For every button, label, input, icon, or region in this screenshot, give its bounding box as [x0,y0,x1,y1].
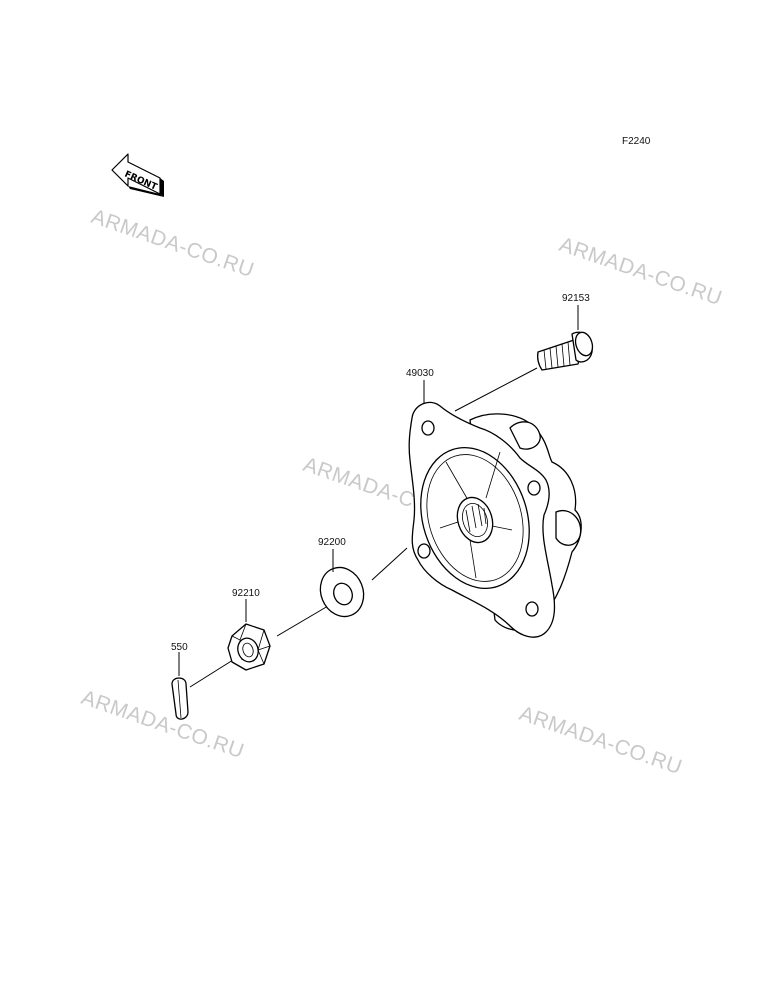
part-number-label: 92200 [318,537,346,548]
washer-part[interactable] [313,561,371,623]
callout-92200: 92200 [318,537,346,572]
front-arrow-icon: FRONT [111,153,164,197]
callout-550: 550 [171,642,188,676]
cotter-pin-part[interactable] [171,677,189,720]
watermark: ARMADA-CO.RU [88,205,257,282]
assembly-axis-lines [189,367,538,688]
part-number-label: 92210 [232,588,260,599]
diagram-code: F2240 [622,136,651,147]
hub-part[interactable] [403,401,582,638]
part-number-label: 49030 [406,368,434,379]
castle-nut-part[interactable] [227,623,271,671]
stud-bolt-part[interactable] [536,330,596,371]
callout-49030: 49030 [406,368,434,404]
callout-92153: 92153 [562,293,590,330]
part-number-label: 550 [171,642,188,653]
watermark: ARMADA-CO.RU [78,686,247,763]
watermark: ARMADA-CO.RU [516,702,685,779]
part-number-label: 92153 [562,293,590,304]
callout-92210: 92210 [232,588,260,622]
